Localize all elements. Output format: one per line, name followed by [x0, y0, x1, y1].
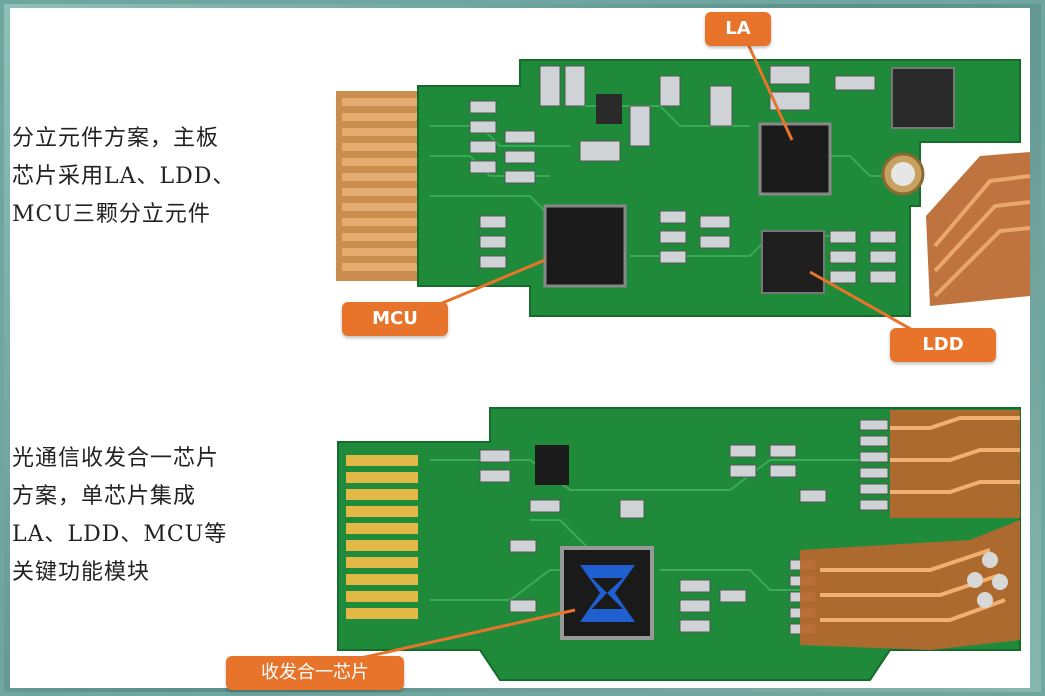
transceiver-chip-label: 收发合一芯片	[226, 656, 404, 690]
discrete-pcb-illustration	[336, 59, 1030, 317]
mcu-label: MCU	[342, 302, 448, 336]
la-label: LA	[705, 12, 771, 46]
ldd-chip	[761, 230, 825, 294]
integrated-solution-caption: 光通信收发合一芯片 方案，单芯片集成 LA、LDD、MCU等 关键功能模块	[12, 446, 228, 585]
mcu-chip	[543, 204, 627, 288]
transistor	[535, 445, 569, 485]
discrete-solution-caption: 分立元件方案，主板 芯片采用LA、LDD、 MCU三颗分立元件	[12, 126, 236, 227]
la-chip	[758, 122, 832, 196]
integrated-pcb-illustration	[337, 407, 1021, 681]
flex-cable-lower	[800, 520, 1020, 650]
flex-cable	[926, 152, 1030, 306]
edge-connector	[346, 455, 418, 619]
small-ic	[596, 94, 622, 124]
aux-chip	[891, 67, 955, 129]
ldd-label: LDD	[890, 328, 996, 362]
